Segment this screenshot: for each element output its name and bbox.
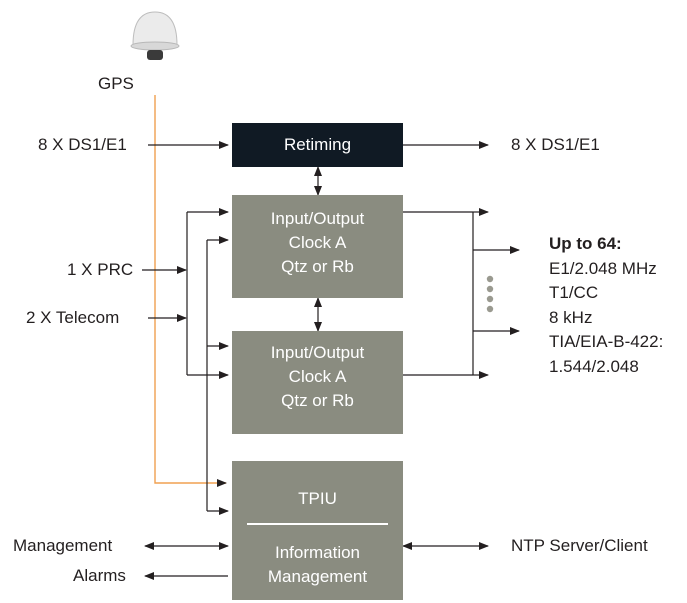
clock-a-top-line3: Qtz or Rb: [281, 257, 354, 276]
output-list-item: 1.544/2.048: [549, 356, 639, 376]
gps-label: GPS: [98, 74, 134, 93]
tpiu-title: TPIU: [298, 489, 337, 508]
management-label: Management: [13, 536, 113, 555]
tpiu-divider: [247, 523, 388, 525]
clock-a-top-line1: Input/Output: [270, 209, 365, 228]
clock-a-bottom-line2: Clock A: [288, 367, 347, 386]
clock-a-top-box: Input/Output Clock A Qtz or Rb: [232, 195, 403, 298]
output-list: Up to 64: E1/2.048 MHz T1/CC 8 kHz TIA/E…: [549, 232, 663, 379]
gps-antenna-icon: [130, 11, 180, 60]
tpiu-box: TPIU Information Management: [232, 461, 403, 600]
ellipsis-dots: [486, 275, 494, 313]
clock-a-top-line2: Clock A: [288, 233, 347, 252]
output-list-item: T1/CC: [549, 283, 599, 302]
ds1-input-label: 8 X DS1/E1: [38, 135, 127, 154]
tpiu-info-line1: Information: [274, 543, 361, 562]
alarms-label: Alarms: [73, 566, 126, 585]
input-bus-b: [206, 236, 229, 515]
output-bus: [403, 208, 520, 379]
output-list-item: E1/2.048 MHz: [549, 258, 657, 278]
telecom-input-label: 2 X Telecom: [26, 308, 120, 327]
retiming-label: Retiming: [283, 135, 352, 154]
ds1-output-label: 8 X DS1/E1: [511, 135, 600, 154]
clock-a-bottom-line1: Input/Output: [270, 343, 365, 362]
retiming-box: Retiming: [232, 123, 403, 167]
output-list-item: TIA/EIA-B-422:: [549, 332, 664, 351]
gps-signal-line: [154, 95, 227, 487]
output-list-head: Up to 64:: [549, 234, 622, 253]
ntp-label: NTP Server/Client: [511, 536, 648, 555]
clock-a-bottom-line3: Qtz or Rb: [281, 391, 354, 410]
tpiu-info-line2: Management: [267, 567, 368, 586]
clock-a-bottom-box: Input/Output Clock A Qtz or Rb: [232, 331, 403, 434]
prc-input-label: 1 X PRC: [67, 260, 134, 279]
output-list-item: 8 kHz: [549, 307, 593, 327]
